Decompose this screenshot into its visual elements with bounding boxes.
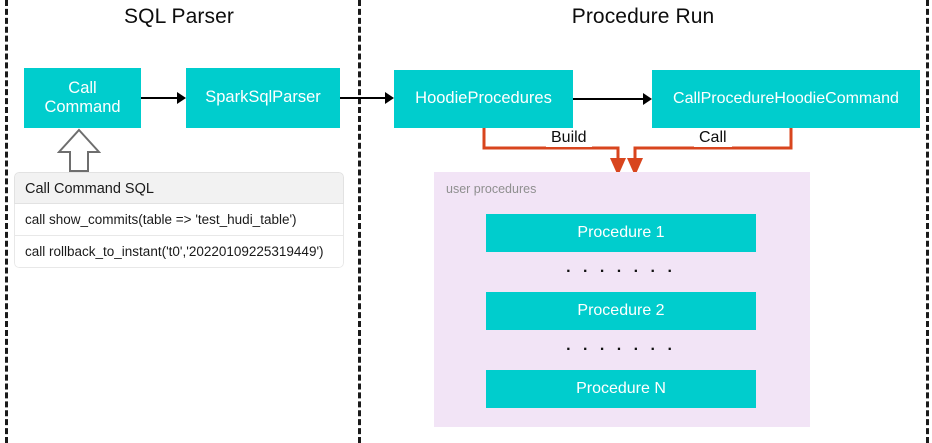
user-procedures-panel: user procedures Procedure 1 . . . . . . … xyxy=(434,172,810,427)
call-command-sql-table: Call Command SQL call show_commits(table… xyxy=(14,172,344,268)
arrow-hoodie-procedures-to-call-procedure-command-icon xyxy=(573,93,652,105)
arrow-call-command-to-spark-sql-parser-icon xyxy=(141,92,186,104)
node-hoodie-procedures[interactable]: HoodieProcedures xyxy=(394,70,573,128)
procedure-item[interactable]: Procedure 2 xyxy=(486,292,756,330)
dashed-divider-middle-icon xyxy=(358,0,361,443)
dashed-divider-right-icon xyxy=(926,0,929,443)
section-title-sql-parser: SQL Parser xyxy=(124,5,234,28)
arrow-spark-sql-parser-to-hoodie-procedures-icon xyxy=(340,92,394,104)
edge-label-build: Build xyxy=(546,129,592,147)
sql-table-row: call show_commits(table => 'test_hudi_ta… xyxy=(14,204,344,236)
user-procedures-caption: user procedures xyxy=(446,182,537,196)
section-title-procedure-run: Procedure Run xyxy=(571,5,715,28)
node-spark-sql-parser[interactable]: SparkSqlParser xyxy=(186,68,340,128)
procedure-item[interactable]: Procedure 1 xyxy=(486,214,756,252)
sql-table-header: Call Command SQL xyxy=(14,172,344,204)
node-call-command[interactable]: Call Command xyxy=(24,68,141,128)
procedure-item[interactable]: Procedure N xyxy=(486,370,756,408)
arrow-head xyxy=(385,92,394,104)
sql-table-row: call rollback_to_instant('t0','202201092… xyxy=(14,236,344,268)
procedure-ellipsis: . . . . . . . xyxy=(566,337,676,354)
dashed-divider-left-icon xyxy=(5,0,8,443)
procedure-ellipsis: . . . . . . . xyxy=(566,259,676,276)
arrow-shaft xyxy=(340,97,385,99)
block-arrow-up-icon xyxy=(57,128,101,172)
arrow-shaft xyxy=(141,97,177,99)
arrow-head xyxy=(643,93,652,105)
arrow-head xyxy=(177,92,186,104)
node-call-procedure-hoodie-command[interactable]: CallProcedureHoodieCommand xyxy=(652,70,920,128)
arrow-shaft xyxy=(573,98,643,100)
edge-label-call: Call xyxy=(694,129,732,147)
